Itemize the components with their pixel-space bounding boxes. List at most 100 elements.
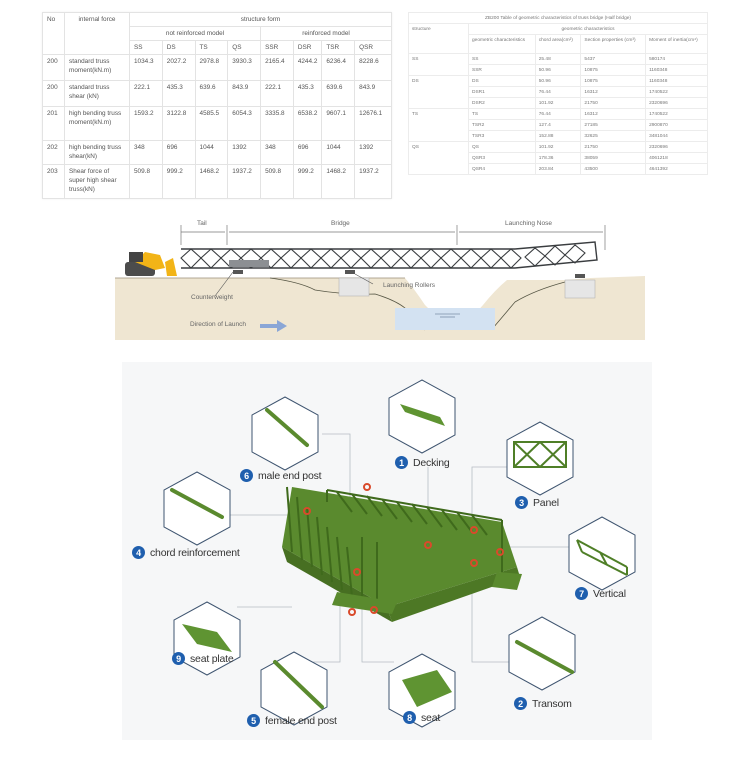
- part-name: chord reinforcement: [150, 546, 240, 559]
- part-vertical: 7 Vertical: [575, 587, 626, 600]
- col-header: QSR: [354, 40, 392, 55]
- cell: 2320696: [645, 97, 708, 109]
- part-decking: 1 Decking: [395, 456, 450, 469]
- cell: 76.44: [534, 108, 582, 120]
- cell: 348: [260, 140, 294, 165]
- table-row: 200 standard truss moment(kN.m) 1034.3 2…: [42, 54, 392, 81]
- geometric-table-title: ZB200 Table of geometric characteristics…: [408, 12, 708, 24]
- cell: 6538.2: [292, 106, 323, 141]
- cell: 843.9: [227, 80, 262, 107]
- cell: 2978.8: [194, 54, 229, 81]
- cell-force: standard truss shear (kN): [64, 80, 130, 107]
- launching-rollers-label: Launching Rollers: [383, 282, 436, 289]
- header-internal-force: internal force: [64, 12, 130, 55]
- part-name: Panel: [533, 496, 559, 509]
- badge-number: 3: [515, 496, 528, 509]
- hex-chord-reinforcement: [163, 471, 231, 546]
- cell: 435.3: [161, 80, 196, 107]
- part-name: Vertical: [593, 587, 626, 600]
- cell: 509.8: [260, 164, 294, 199]
- cell: 2900870: [645, 119, 708, 131]
- cell-no: 202: [42, 140, 65, 165]
- launching-nose-label: Launching Nose: [505, 220, 552, 227]
- cell: 178.36: [534, 152, 582, 164]
- col-header: Section properties (cm³): [580, 34, 647, 54]
- cell: 16312: [580, 108, 647, 120]
- geometric-table: ZB200 Table of geometric characteristics…: [408, 12, 708, 175]
- cell: 580174: [645, 53, 708, 65]
- cell: 222.1: [129, 80, 163, 107]
- cell: 6236.4: [321, 54, 356, 81]
- col-header: chord area(cm²): [534, 34, 582, 54]
- components-diagram: 6 male end post 4 chord reinforcement 1 …: [122, 362, 652, 740]
- cell: 509.8: [129, 164, 163, 199]
- table-row: QS QS 101.92 21750 2320696: [408, 141, 708, 175]
- cell: 1740522: [645, 108, 708, 120]
- cell: 1593.2: [129, 106, 163, 141]
- col-header: QS: [227, 40, 262, 55]
- hex-male-end-post: [251, 396, 319, 471]
- cell: 3930.3: [227, 54, 262, 81]
- launch-diagram: Tail Bridge Launching Nose Counterweight…: [115, 210, 645, 340]
- part-male-end-post: 6 male end post: [240, 469, 322, 482]
- cell: 1160348: [645, 64, 708, 76]
- hex-female-end-post: [260, 651, 328, 726]
- cell: 1468.2: [194, 164, 229, 199]
- cell: TS: [468, 108, 536, 120]
- cell: 203.84: [534, 163, 582, 175]
- cell: DS: [468, 75, 536, 87]
- cell: 348: [129, 140, 163, 165]
- cell: SSR: [468, 64, 536, 76]
- part-name: seat plate: [190, 652, 234, 665]
- cell-structure: QS: [408, 141, 469, 175]
- cell: 1392: [227, 140, 262, 165]
- header-structure-form: structure form: [129, 12, 392, 27]
- col-header: SSR: [260, 40, 294, 55]
- cell: 639.6: [194, 80, 229, 107]
- part-name: Transom: [532, 697, 572, 710]
- table-row: 201 high bending truss moment(kN.m) 1593…: [42, 106, 392, 141]
- cell: 1392: [354, 140, 392, 165]
- cell: 10875: [580, 64, 647, 76]
- col-header: SS: [129, 40, 163, 55]
- cell-force: standard truss moment(kN.m): [64, 54, 130, 81]
- cell: 12676.1: [354, 106, 392, 141]
- table-row: TS TS 76.44 16312 1740522: [408, 108, 708, 142]
- cell-force: high bending truss moment(kN.m): [64, 106, 130, 141]
- bridge-components-illustration: [163, 379, 636, 728]
- badge-number: 1: [395, 456, 408, 469]
- badge-number: 9: [172, 652, 185, 665]
- header-reinforced: reinforced model: [260, 26, 392, 41]
- cell: 4244.2: [292, 54, 323, 81]
- badge-number: 4: [132, 546, 145, 559]
- part-seat: 8 seat: [403, 711, 440, 724]
- cell-no: 200: [42, 54, 65, 81]
- col-header: geometric characteristics: [468, 34, 536, 54]
- cell: 16312: [580, 86, 647, 98]
- header-no: No: [42, 12, 65, 55]
- table-row: QSR3 178.36 38059 4061218: [409, 152, 708, 164]
- part-name: male end post: [258, 469, 322, 482]
- counterweight-label: Counterweight: [191, 294, 233, 301]
- cell: 6054.3: [227, 106, 262, 141]
- cell: 999.2: [161, 164, 196, 199]
- cell: 843.9: [354, 80, 392, 107]
- cell: 1044: [321, 140, 356, 165]
- part-transom: 2 Transom: [514, 697, 572, 710]
- cell: 639.6: [321, 80, 356, 107]
- cell: 999.2: [292, 164, 323, 199]
- part-female-end-post: 5 female end post: [247, 714, 337, 727]
- cell: 21750: [580, 97, 647, 109]
- cell-no: 201: [42, 106, 65, 141]
- table-row: DSR2 101.92 21750 2320696: [409, 97, 708, 109]
- part-panel: 3 Panel: [515, 496, 559, 509]
- badge-number: 7: [575, 587, 588, 600]
- cell: QS: [468, 141, 536, 153]
- cell: 25.48: [534, 53, 582, 65]
- badge-number: 2: [514, 697, 527, 710]
- cell: 3335.8: [260, 106, 294, 141]
- cell: 101.92: [534, 97, 582, 109]
- table-row: 200 standard truss shear (kN) 222.1 435.…: [42, 80, 392, 107]
- part-seat-plate: 9 seat plate: [172, 652, 234, 665]
- cell: 1937.2: [354, 164, 392, 199]
